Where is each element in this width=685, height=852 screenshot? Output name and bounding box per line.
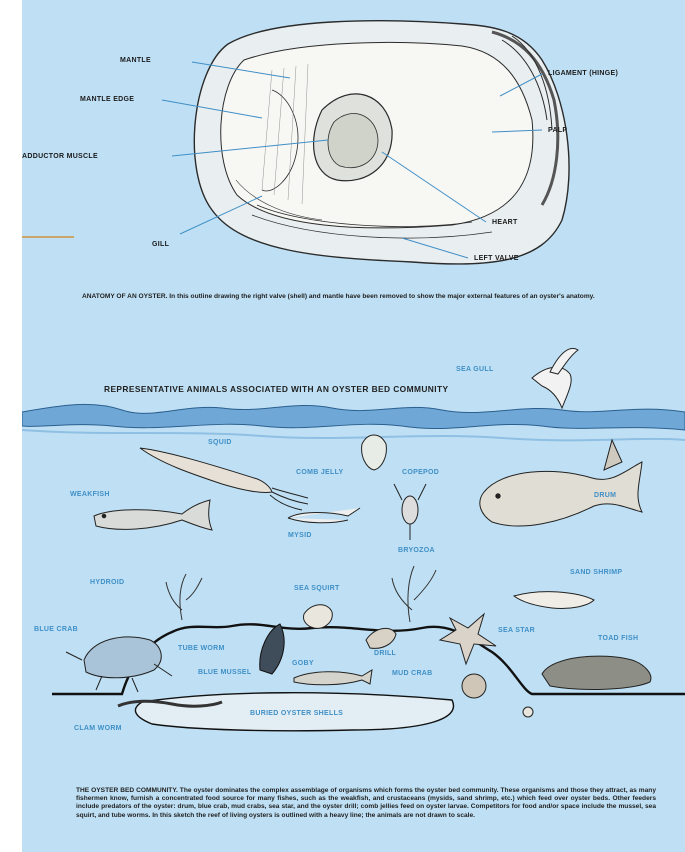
label-palp: PALP (548, 127, 567, 134)
anatomy-caption: ANATOMY OF AN OYSTER. In this outline dr… (82, 293, 652, 301)
toad-fish-drawing (542, 656, 651, 689)
label-sea-star: SEA STAR (498, 627, 535, 634)
label-bryozoa: BRYOZOA (398, 547, 435, 554)
label-sea-gull: SEA GULL (456, 366, 494, 373)
mysid-drawing (288, 508, 360, 523)
label-copepod: COPEPOD (402, 469, 439, 476)
label-adductor-muscle: ADDUCTOR MUSCLE (22, 153, 98, 160)
label-squid: SQUID (208, 439, 232, 446)
oyster-shell-drawing (194, 21, 569, 264)
sand-shrimp-drawing (514, 592, 594, 609)
label-mud-crab: MUD CRAB (392, 670, 433, 677)
blue-crab-drawing (66, 637, 172, 692)
label-weakfish: WEAKFISH (70, 491, 110, 498)
label-tube-worm: TUBE WORM (178, 645, 225, 652)
sea-squirt-drawing (303, 605, 332, 629)
community-caption: THE OYSTER BED COMMUNITY. The oyster dom… (76, 787, 656, 820)
weakfish-drawing (94, 500, 212, 530)
label-left-valve: LEFT VALVE (474, 255, 519, 262)
label-sea-squirt: SEA SQUIRT (294, 585, 340, 592)
copepod-drawing (394, 484, 426, 540)
drill-drawing (366, 628, 396, 648)
blue-mussel-drawing (260, 624, 284, 674)
hydroid-drawing (166, 574, 202, 620)
label-drill: DRILL (374, 650, 396, 657)
larva-drawing (523, 707, 533, 717)
mud-crab-drawing (462, 674, 486, 698)
label-ligament: LIGAMENT (HINGE) (548, 70, 618, 77)
label-drum: DRUM (594, 492, 616, 499)
community-title: REPRESENTATIVE ANIMALS ASSOCIATED WITH A… (104, 384, 448, 394)
bryozoa-drawing (392, 566, 436, 622)
goby-drawing (294, 670, 372, 685)
sea-star-drawing (440, 614, 496, 664)
label-blue-mussel: BLUE MUSSEL (198, 669, 251, 676)
drum-fish-drawing (480, 440, 642, 526)
label-heart: HEART (492, 219, 518, 226)
squid-drawing (140, 448, 308, 510)
label-goby: GOBY (292, 660, 314, 667)
label-toad-fish: TOAD FISH (598, 635, 638, 642)
label-blue-crab: BLUE CRAB (34, 626, 78, 633)
label-sand-shrimp: SAND SHRIMP (570, 569, 622, 576)
label-mantle-edge: MANTLE EDGE (80, 96, 134, 103)
label-mantle: MANTLE (120, 57, 151, 64)
label-hydroid: HYDROID (90, 579, 124, 586)
sea-gull-drawing (532, 348, 578, 408)
water-surface-waves (22, 404, 685, 430)
label-mysid: MYSID (288, 532, 312, 539)
label-buried-oyster-shells: BURIED OYSTER SHELLS (250, 710, 343, 717)
comb-jelly-drawing (362, 435, 387, 470)
label-gill: GILL (152, 241, 169, 248)
label-clam-worm: CLAM WORM (74, 725, 122, 732)
figure-page: MANTLE MANTLE EDGE ADDUCTOR MUSCLE GILL … (22, 0, 685, 852)
label-comb-jelly: COMB JELLY (296, 469, 343, 476)
